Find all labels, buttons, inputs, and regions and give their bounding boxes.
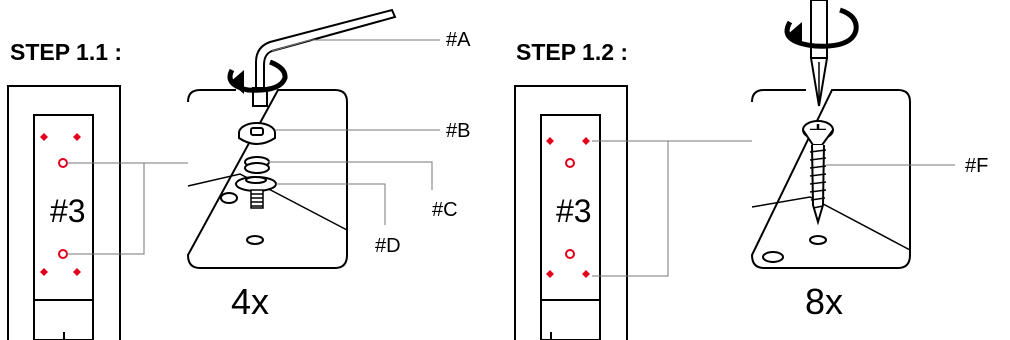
step-1-1-quantity: 4x bbox=[231, 281, 269, 322]
step-1-2-hole-markers bbox=[546, 137, 590, 278]
step-1-2-detail-view bbox=[750, 89, 911, 269]
step-1-2-panel-label: #3 bbox=[556, 193, 592, 229]
step-1-2-side-panel bbox=[514, 85, 628, 340]
allen-key-icon bbox=[252, 8, 397, 107]
barrel-nut-icon bbox=[235, 176, 277, 192]
callout-b: #B bbox=[446, 120, 470, 142]
callout-c: #C bbox=[432, 199, 458, 221]
step-1-1-callout-lines bbox=[268, 39, 440, 225]
callout-a: #A bbox=[446, 29, 471, 51]
rotation-arrow-icon bbox=[227, 59, 288, 94]
step-1-1-title: STEP 1.1 : bbox=[10, 39, 122, 65]
threaded-shaft-icon bbox=[250, 189, 264, 209]
step-1-1-panel-label: #3 bbox=[50, 193, 86, 229]
hole-marker bbox=[546, 270, 554, 278]
step-1-1-leader-lines bbox=[67, 162, 188, 255]
hole-marker bbox=[40, 268, 48, 276]
dowel-hole bbox=[565, 249, 575, 259]
rotation-arrow-icon bbox=[784, 7, 859, 49]
step-1-1-detail-view bbox=[186, 89, 348, 269]
step-1-2: STEP 1.2 : #3 bbox=[514, 0, 988, 340]
step-1-1-hole-markers bbox=[40, 133, 81, 276]
step-1-1-side-panel bbox=[7, 85, 121, 340]
bolt-hole bbox=[58, 249, 68, 259]
hole-marker bbox=[73, 268, 81, 276]
dowel-hole bbox=[565, 158, 575, 168]
step-1-2-leader-lines bbox=[592, 140, 752, 277]
hole-marker bbox=[73, 133, 81, 141]
callout-f: #F bbox=[965, 155, 988, 177]
wood-screw-icon bbox=[802, 120, 834, 226]
screwdriver-icon bbox=[809, 0, 829, 107]
callout-d: #D bbox=[375, 235, 401, 257]
hole-marker bbox=[40, 133, 48, 141]
hole-marker bbox=[546, 137, 554, 145]
bolt-hole bbox=[58, 158, 68, 168]
hole-marker bbox=[582, 270, 590, 278]
bolt-head-icon bbox=[238, 122, 276, 145]
step-1-2-title: STEP 1.2 : bbox=[516, 39, 628, 65]
step-1-2-quantity: 8x bbox=[805, 281, 843, 322]
step-1-1: STEP 1.1 : #3 bbox=[7, 8, 471, 340]
step-1-2-dowel-holes bbox=[565, 158, 575, 259]
hole-marker bbox=[582, 137, 590, 145]
washer-icon bbox=[244, 156, 270, 174]
